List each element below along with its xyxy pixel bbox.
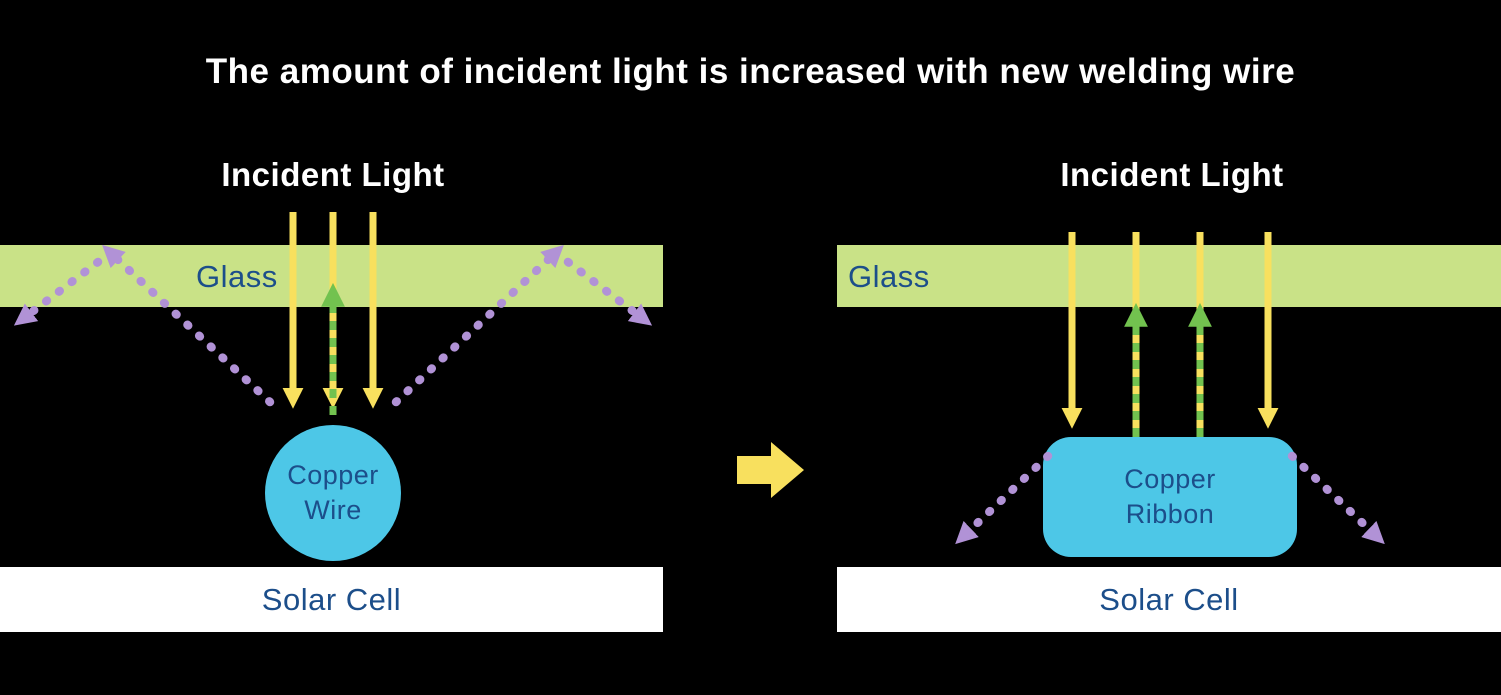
glass-label-left: Glass <box>196 259 278 294</box>
solar-cell-right: Solar Cell <box>837 567 1501 632</box>
copper-wire-label-line1: Copper <box>287 459 379 490</box>
reflected-light-arrow <box>955 451 1053 545</box>
incident-light-label-right: Incident Light <box>1060 156 1284 193</box>
transition-arrow <box>737 442 804 498</box>
copper-ribbon-label-line1: Copper <box>1124 463 1216 494</box>
reflected-light-arrow <box>1287 451 1385 545</box>
copper-wire: Copper Wire <box>265 425 401 561</box>
solar-cell-label-left: Solar Cell <box>261 581 402 617</box>
copper-wire-label-line2: Wire <box>304 495 362 525</box>
solar-cell-label-right: Solar Cell <box>1099 581 1239 617</box>
solar-cell-left: Solar Cell <box>0 567 663 632</box>
glass-layer-right <box>837 245 1501 307</box>
glass-label-right: Glass <box>848 259 930 294</box>
right-backscatter-arrows <box>1124 302 1212 437</box>
incident-light-label-left: Incident Light <box>221 156 445 193</box>
copper-ribbon-label-line2: Ribbon <box>1125 499 1215 529</box>
glass-layer-left <box>0 245 663 307</box>
diagram-title: The amount of incident light is increase… <box>205 52 1296 91</box>
copper-ribbon: Copper Ribbon <box>1043 437 1297 557</box>
